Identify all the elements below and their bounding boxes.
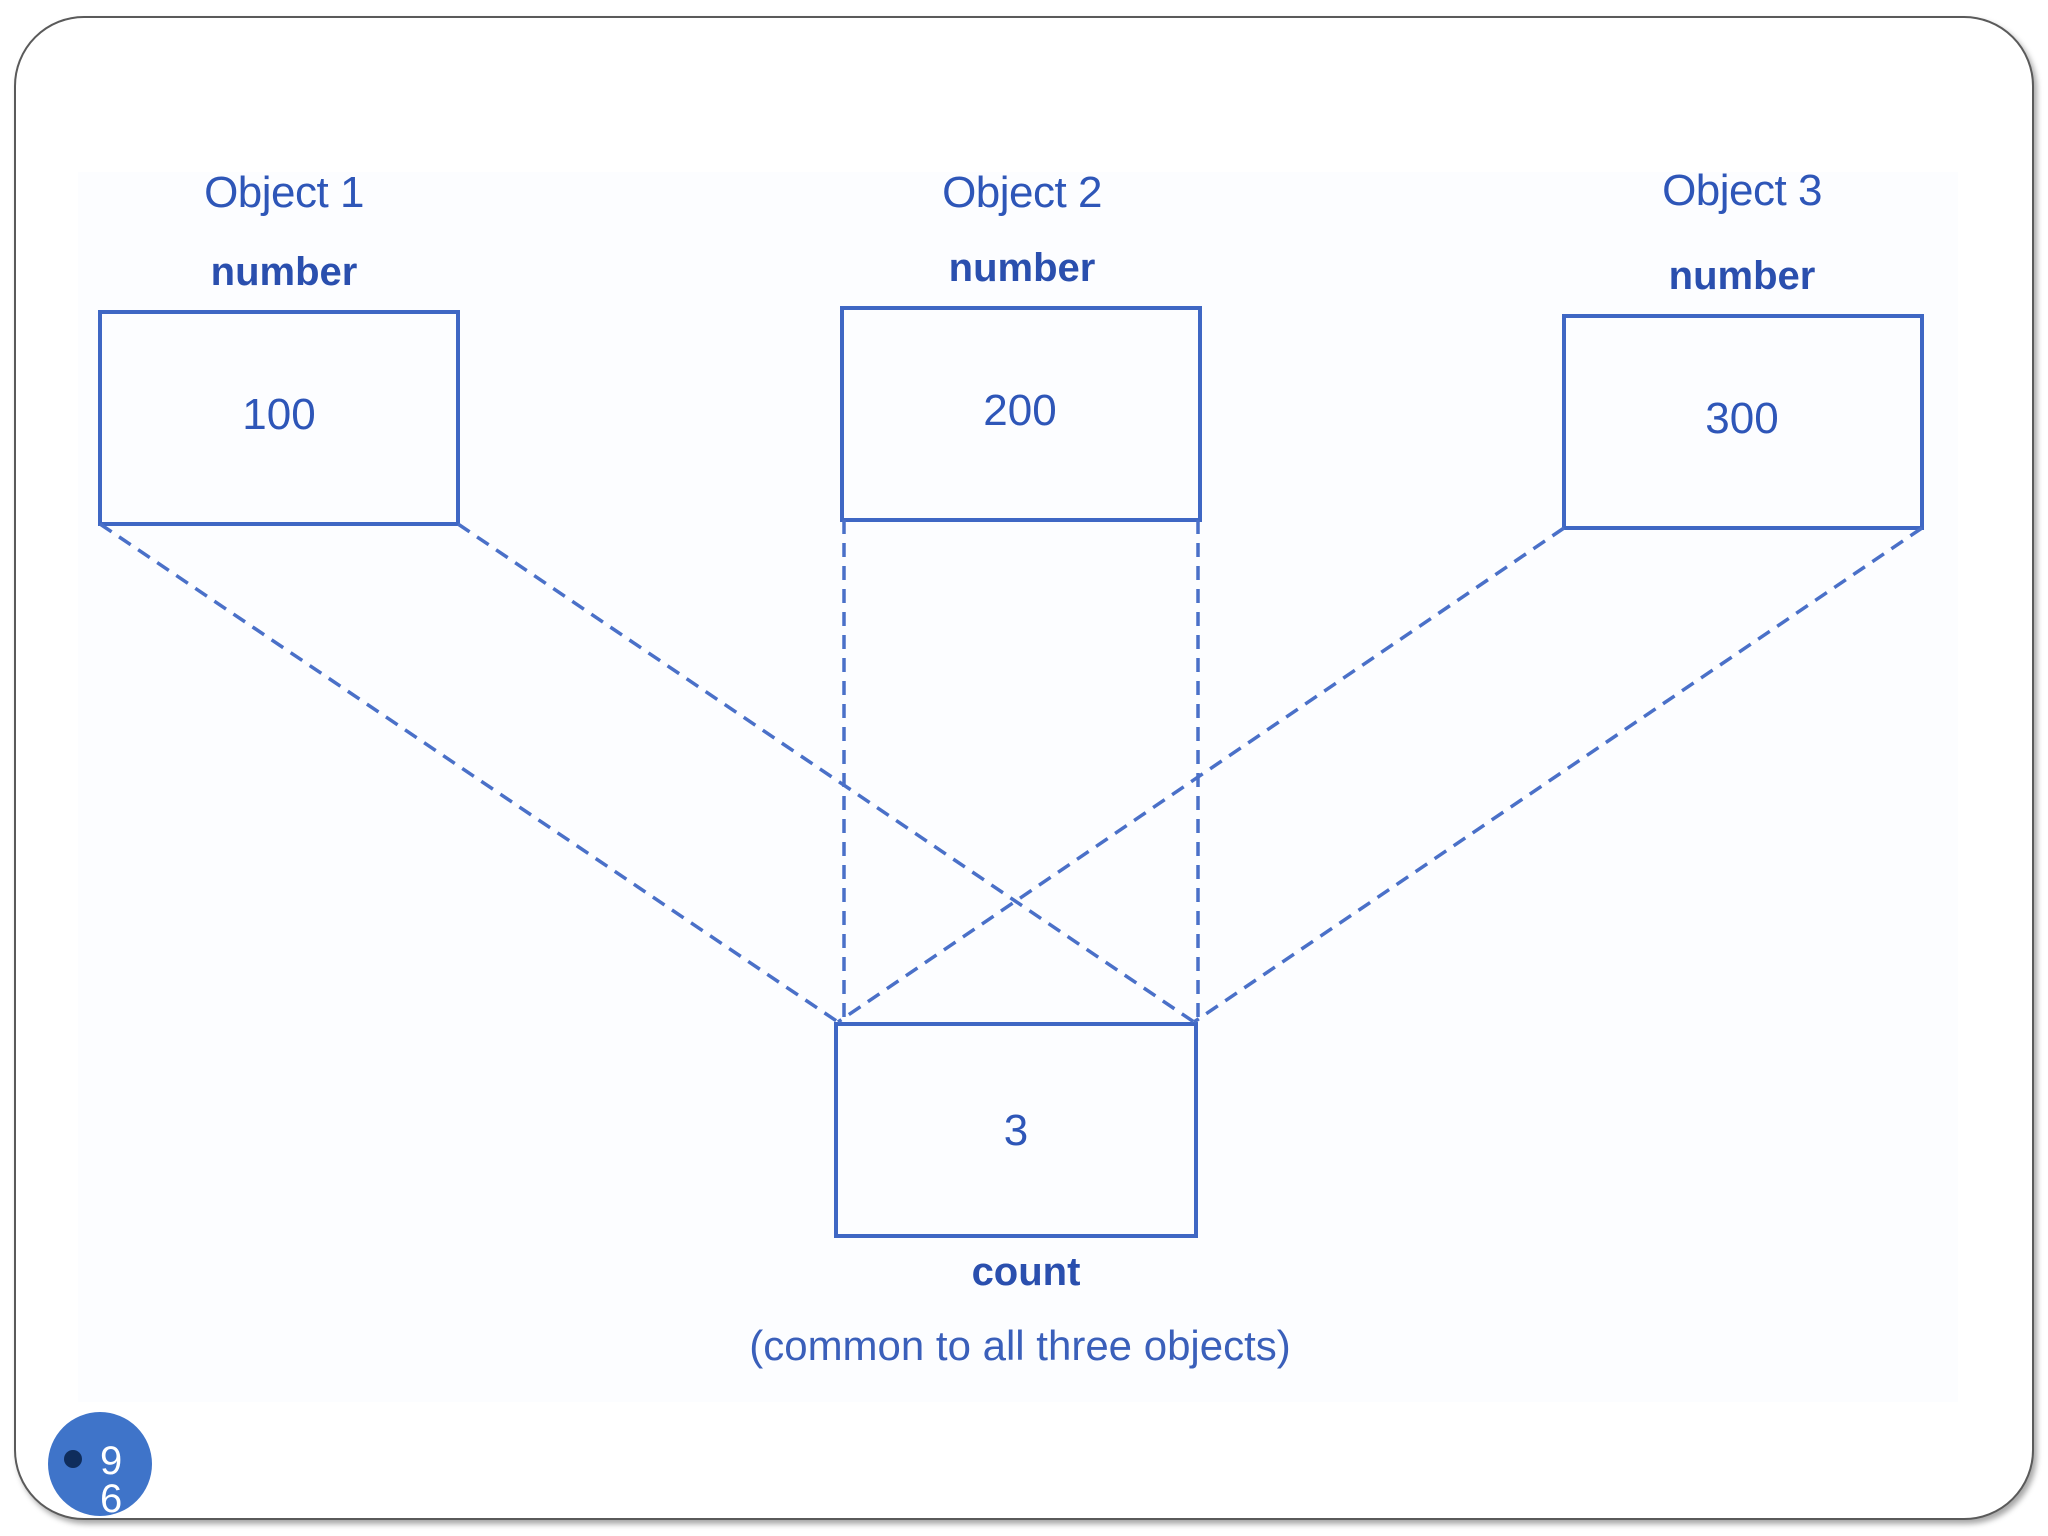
object2-number-box bbox=[840, 306, 1202, 522]
dashed-link-obj3-right bbox=[1193, 526, 1923, 1024]
count-value: 3 bbox=[1003, 1106, 1029, 1155]
object1-value: 100 bbox=[242, 390, 316, 439]
count-caption: (common to all three objects) bbox=[749, 1322, 1291, 1369]
diagram-graphics bbox=[98, 306, 1924, 1238]
count-var-label: count bbox=[971, 1250, 1081, 1294]
object1-title: Object 1 bbox=[204, 168, 364, 217]
object2-title: Object 2 bbox=[942, 168, 1102, 217]
object3-number-box bbox=[1562, 314, 1924, 530]
slide-frame: Object 1 number 100 Object 2 number 200 … bbox=[14, 16, 2034, 1520]
count-box bbox=[834, 1022, 1198, 1238]
bullet-dot-icon bbox=[64, 1450, 82, 1468]
slide-number: 96 bbox=[100, 1439, 123, 1516]
object3-var-label: number bbox=[1668, 254, 1816, 298]
object3-title: Object 3 bbox=[1662, 166, 1822, 215]
object3-value: 300 bbox=[1705, 394, 1779, 443]
object1-var-label: number bbox=[210, 250, 358, 294]
object2-value: 200 bbox=[983, 386, 1057, 435]
object2-var-label: number bbox=[948, 246, 1096, 290]
object1-number-box bbox=[98, 310, 460, 526]
dashed-link-obj3-left bbox=[837, 526, 1565, 1024]
static-member-diagram bbox=[78, 172, 1958, 1402]
dashed-link-obj1-left bbox=[99, 522, 839, 1024]
dashed-link-obj1-right bbox=[457, 522, 1195, 1024]
slide-number-badge: 96 bbox=[48, 1412, 152, 1516]
